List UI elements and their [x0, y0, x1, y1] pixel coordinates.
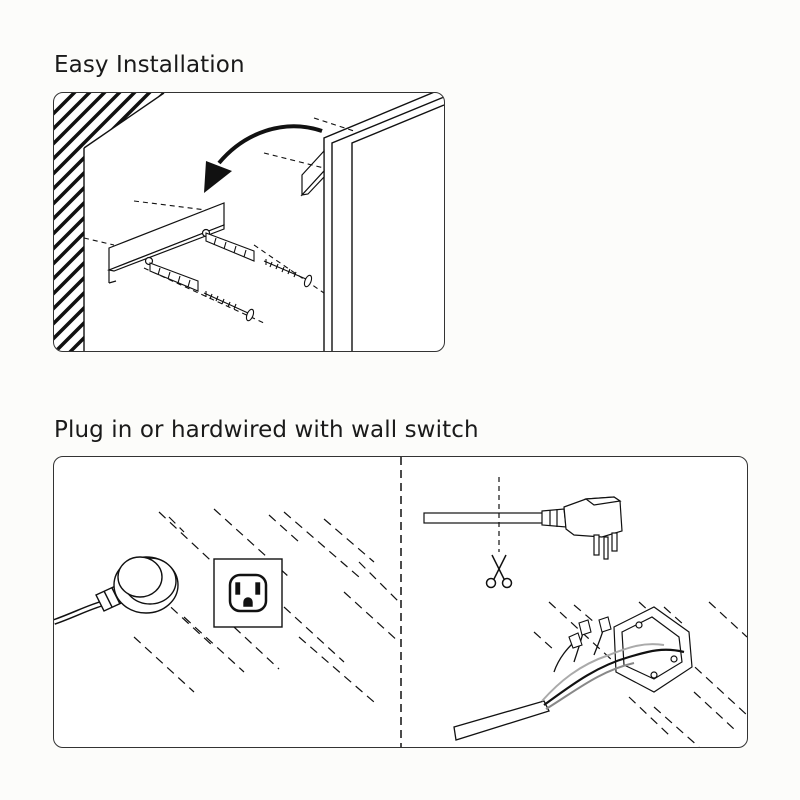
scissors-icon	[485, 554, 513, 589]
wall-edge	[83, 93, 165, 351]
junction-box-icon	[613, 606, 693, 693]
screw-icon	[263, 259, 313, 288]
power-options-diagram	[54, 457, 747, 747]
installation-diagram	[54, 93, 444, 351]
wire-nut-icon	[568, 616, 612, 649]
easy-installation-panel	[53, 92, 445, 352]
wall-anchor-icon	[205, 232, 255, 262]
mirror-bracket	[300, 149, 325, 197]
outlet-icon	[213, 558, 283, 628]
wall-anchor-icon	[149, 262, 199, 292]
plug-icon	[54, 556, 179, 625]
wall-hatching	[54, 93, 164, 351]
easy-installation-title: Easy Installation	[54, 52, 245, 78]
plug-icon	[423, 496, 623, 560]
screw-icon	[203, 291, 255, 322]
power-options-panel	[53, 456, 748, 748]
curved-arrow-icon	[204, 124, 323, 193]
mounting-bracket-icon	[106, 202, 225, 284]
power-options-title: Plug in or hardwired with wall switch	[54, 417, 479, 443]
mirror-frame	[323, 93, 444, 351]
